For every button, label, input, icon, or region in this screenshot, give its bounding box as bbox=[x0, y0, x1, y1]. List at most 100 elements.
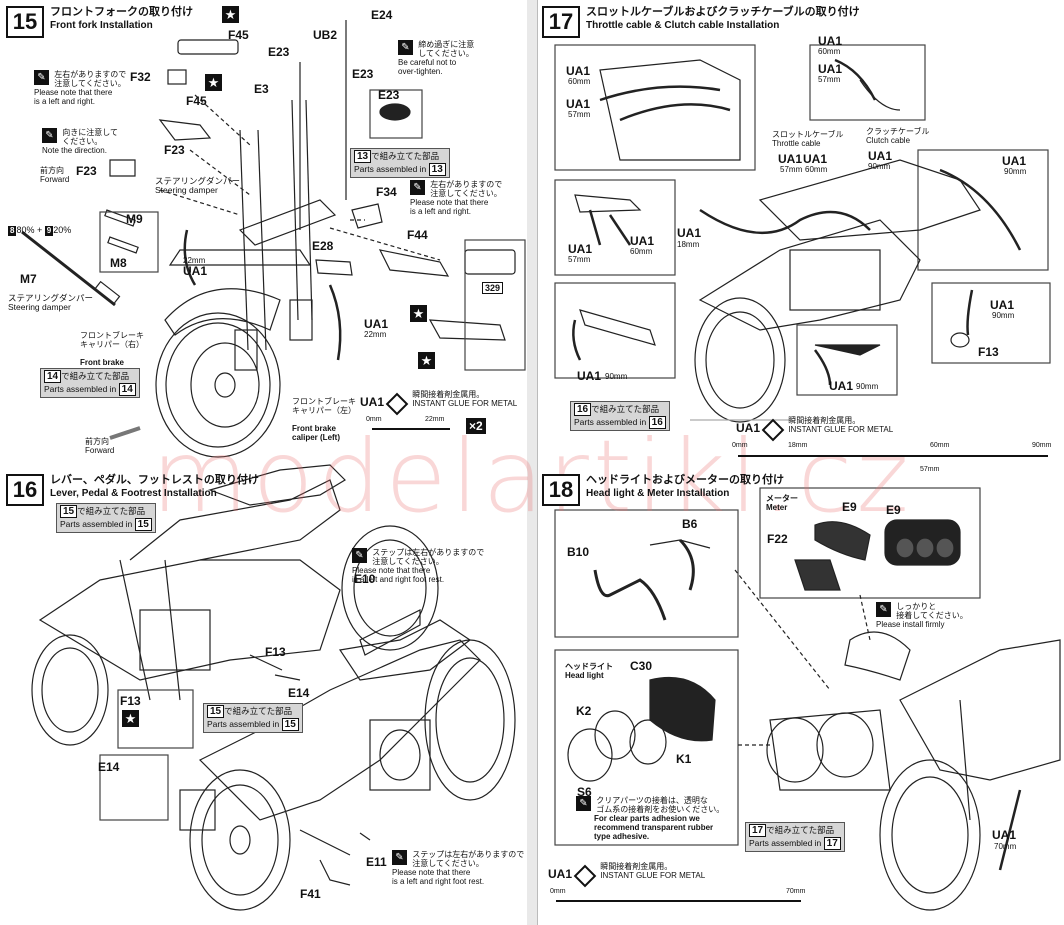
part-label-f41: F41 bbox=[300, 887, 321, 901]
part-label-f45a: F45 bbox=[228, 28, 249, 42]
caution-icon: ✎ bbox=[410, 180, 425, 195]
part-label-f13b: F13 bbox=[120, 694, 141, 708]
part-label-b6: B6 bbox=[682, 517, 698, 531]
note-left-right-1: ✎ 左右がありますので 注意してください。 Please note that t… bbox=[34, 70, 127, 106]
step-title-en: Lever, Pedal & Footrest Installation bbox=[50, 488, 217, 499]
step-title-en: Head light & Meter Installation bbox=[586, 488, 730, 499]
part-label-b10: B10 bbox=[567, 545, 590, 559]
step-number: 18 bbox=[542, 474, 580, 506]
part-label-k2: K2 bbox=[576, 704, 592, 718]
part-label-f13a: F13 bbox=[265, 645, 286, 659]
length-ruler-18 bbox=[556, 900, 801, 902]
part-label-ua1-90c: UA1 bbox=[990, 298, 1015, 312]
caution-icon: ✎ bbox=[352, 548, 367, 563]
step18-drawings bbox=[554, 487, 1061, 911]
caliper-left-label: フロントブレーキ キャリパー（左） Front brake caliper (L… bbox=[292, 397, 356, 442]
part-label-f32: F32 bbox=[130, 70, 151, 84]
part-label-ua1-57c: UA1 bbox=[778, 152, 803, 166]
ruler15-end: 22mm bbox=[425, 416, 445, 423]
part-label-ua1-57b: UA1 bbox=[818, 62, 843, 76]
glue-legend-15: UA1 瞬間接着剤金属用。INSTANT GLUE FOR METAL bbox=[360, 390, 517, 416]
step-title-en: Front fork Installation bbox=[50, 20, 153, 31]
part-label-ua1-18: UA1 bbox=[677, 226, 702, 240]
forward-label-1: 前方向 Forward bbox=[40, 166, 70, 184]
part-label-c30: C30 bbox=[630, 659, 653, 673]
part-label-e23c: E23 bbox=[378, 88, 400, 102]
caution-icon: ✎ bbox=[34, 70, 49, 85]
step18-header: 18 ヘッドライトおよびメーターの取り付け Head light & Meter… bbox=[542, 474, 784, 506]
step-title-ja: スロットルケーブルおよびクラッチケーブルの取り付け bbox=[586, 6, 860, 18]
caution-icon: ✎ bbox=[42, 128, 57, 143]
part-label-ua1-90d: UA1 bbox=[577, 369, 602, 383]
part-label-ua1-57: UA1 bbox=[566, 97, 591, 111]
part-length-ua1a: 22mm bbox=[183, 256, 206, 265]
part-label-e14a: E14 bbox=[288, 686, 310, 700]
part-label-ua1-90a: UA1 bbox=[868, 149, 893, 163]
decal-star-icon: ★ bbox=[410, 305, 427, 323]
glue-legend-17: UA1 瞬間接着剤金属用。INSTANT GLUE FOR METAL bbox=[736, 416, 893, 442]
part-label-e3: E3 bbox=[254, 82, 269, 96]
part-label-ua1-90e: UA1 bbox=[829, 379, 854, 393]
note-clear-parts: ✎ クリアパーツの接着は、透明な ゴム系の接着剤をお使いください。 For cl… bbox=[576, 796, 724, 841]
part-label-m8: M8 bbox=[110, 256, 127, 270]
step15-header: 15 フロントフォークの取り付け Front fork Installation bbox=[6, 6, 193, 38]
part-label-f34: F34 bbox=[376, 185, 397, 199]
step16-frame-drawing bbox=[31, 464, 439, 746]
note-install-firmly: ✎ しっかりと 接着してください。 Please install firmly bbox=[876, 602, 968, 629]
step-number: 17 bbox=[542, 6, 580, 38]
caution-icon: ✎ bbox=[576, 796, 591, 811]
forward-label-2: 前方向 Forward bbox=[85, 437, 115, 455]
part-label-e9b: E9 bbox=[886, 503, 901, 517]
step16-header: 16 レバー、ペダル、フットレストの取り付け Lever, Pedal & Fo… bbox=[6, 474, 259, 506]
step17-drawings bbox=[554, 44, 1051, 423]
part-label-f45b: F45 bbox=[186, 94, 207, 108]
page-gutter bbox=[527, 0, 537, 925]
glue-diamond-icon bbox=[573, 864, 597, 888]
step-number: 15 bbox=[6, 6, 44, 38]
part-label-e24: E24 bbox=[371, 8, 393, 22]
steering-damper-label-2: ステアリングダンパー Steering damper bbox=[8, 293, 94, 312]
note-overtighten: ✎ 締め過ぎに注意 してください。 Be careful not to over… bbox=[398, 40, 475, 76]
step-title-ja: ヘッドライトおよびメーターの取り付け bbox=[586, 474, 784, 486]
part-label-ua1-60c: UA1 bbox=[803, 152, 828, 166]
length-ruler-17 bbox=[738, 455, 1048, 457]
part-label-e23a: E23 bbox=[268, 45, 290, 59]
part-label-ua1-60: UA1 bbox=[566, 64, 591, 78]
note-footrest-2: ✎ ステップは左右がありますので 注意してください。 Please note t… bbox=[392, 850, 525, 886]
clutch-cable-label: クラッチケーブル Clutch cable bbox=[866, 127, 930, 145]
decal-star-icon-5: ★ bbox=[122, 710, 139, 728]
steering-damper-label-1: ステアリングダンパー Steering damper bbox=[155, 176, 241, 195]
part-label-f13: F13 bbox=[978, 345, 999, 359]
code-329: 329 bbox=[482, 282, 504, 294]
part-label-m9: M9 bbox=[126, 212, 143, 226]
part-label-ua1-57d: UA1 bbox=[568, 242, 593, 256]
part-label-f22: F22 bbox=[767, 532, 788, 546]
part-label-f23b: F23 bbox=[76, 164, 97, 178]
decal-star-icon-3: ★ bbox=[222, 6, 239, 24]
note-footrest-1: ✎ ステップは左右がありますので 注意してください。 Please note t… bbox=[352, 548, 485, 584]
caution-icon: ✎ bbox=[392, 850, 407, 865]
times-two-badge: ×2 bbox=[466, 418, 486, 434]
part-label-ua1-60d: UA1 bbox=[630, 234, 655, 248]
caution-icon: ✎ bbox=[398, 40, 413, 55]
note-left-right-2: ✎ 左右がありますので 注意してください。 Please note that t… bbox=[410, 180, 503, 216]
part-label-ua1a: UA1 bbox=[183, 264, 208, 278]
part-length-ua1b: 22mm bbox=[364, 330, 387, 339]
step-number: 16 bbox=[6, 474, 44, 506]
part-label-ua1-90b: UA1 bbox=[1002, 154, 1027, 168]
part-label-e28: E28 bbox=[312, 239, 334, 253]
part-label-ua1-70: UA1 bbox=[992, 828, 1017, 842]
length-ruler-15 bbox=[372, 428, 450, 430]
part-label-e11: E11 bbox=[366, 855, 387, 869]
decal-star-icon-4: ★ bbox=[205, 74, 222, 92]
step-title-ja: レバー、ペダル、フットレストの取り付け bbox=[50, 474, 259, 486]
glue-legend-18: UA1 瞬間接着剤金属用。INSTANT GLUE FOR METAL bbox=[548, 862, 705, 888]
part-label-e23b: E23 bbox=[352, 67, 374, 81]
right-page bbox=[537, 0, 1064, 925]
step16-bike-drawing bbox=[179, 619, 516, 911]
